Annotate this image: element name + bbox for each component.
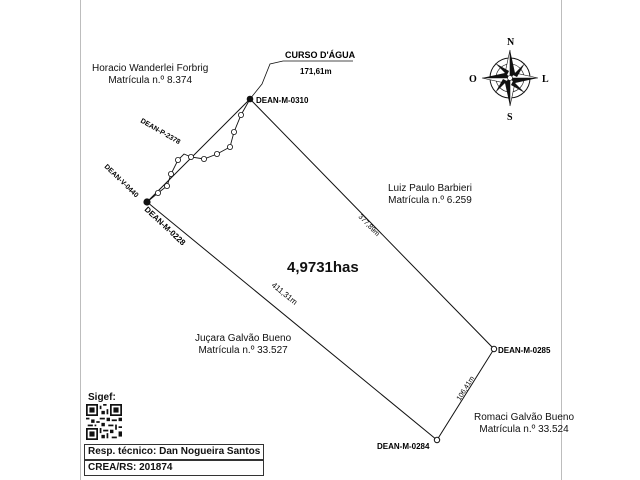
compass-west-label: O <box>469 74 477 85</box>
vertex-label-p-2378: DEAN-P-2378 <box>139 118 181 146</box>
segment-length-west: 411,31m <box>270 281 300 307</box>
vertex-m-0310-marker <box>246 95 254 103</box>
frame-left-border <box>80 0 81 480</box>
vertex-label-v-0440: DEAN-V-0440 <box>103 163 140 199</box>
segment-length-east: 377,89m <box>357 214 381 239</box>
vertex-label-m-0284: DEAN-M-0284 <box>377 442 430 451</box>
sigef-label: Sigef: <box>88 392 116 403</box>
neighbor-south-west: Juçara Galvão Bueno Matrícula n.º 33.527 <box>195 333 291 357</box>
neighbor-south-east: Romaci Galvão Bueno Matrícula n.º 33.524 <box>474 412 574 436</box>
compass-east-label: L <box>542 74 549 85</box>
vertex-label-m-0310: DEAN-M-0310 <box>256 96 309 105</box>
tech-lead-label: Resp. técnico: Dan Nogueira Santos <box>84 444 265 460</box>
neighbor-name: Luiz Paulo Barbieri <box>388 183 472 194</box>
vertex-m-0228-marker <box>143 198 151 206</box>
neighbor-north-west: Horacio Wanderlei Forbrig Matrícula n.º … <box>92 63 208 87</box>
segment-length-south: 106,41m <box>456 375 476 402</box>
neighbor-name: Horacio Wanderlei Forbrig <box>92 63 209 74</box>
compass-north-label: N <box>507 37 515 48</box>
vertex-m-0284-marker <box>433 436 441 444</box>
neighbor-registry: Matrícula n.º 6.259 <box>388 195 472 206</box>
qr-code-icon <box>86 404 122 440</box>
compass-south-label: S <box>507 112 513 123</box>
neighbor-name: Romaci Galvão Bueno <box>474 412 575 423</box>
water-course-label: CURSO D'ÁGUA <box>285 50 356 60</box>
neighbor-registry: Matrícula n.º 33.524 <box>479 424 569 435</box>
compass-rose-icon: N S L O <box>469 37 549 123</box>
neighbor-name: Juçara Galvão Bueno <box>195 333 292 344</box>
vertex-m-0285-marker <box>490 345 498 353</box>
water-course-length: 171,61m <box>300 67 332 76</box>
neighbor-east: Luiz Paulo Barbieri Matrícula n.º 6.259 <box>388 183 472 207</box>
water-course-line <box>249 60 353 100</box>
area-label: 4,9731has <box>287 259 359 276</box>
vertex-label-m-0228: DEAN-M-0228 <box>143 205 188 248</box>
stream-vertices <box>154 112 244 196</box>
vertex-label-m-0285: DEAN-M-0285 <box>498 346 551 355</box>
crea-label: CREA/RS: 201874 <box>84 460 265 476</box>
neighbor-registry: Matrícula n.º 33.527 <box>198 345 288 356</box>
neighbor-registry: Matrícula n.º 8.374 <box>108 75 193 86</box>
frame-right-border <box>561 0 562 480</box>
footer-credits: Resp. técnico: Dan Nogueira Santos CREA/… <box>84 444 265 476</box>
